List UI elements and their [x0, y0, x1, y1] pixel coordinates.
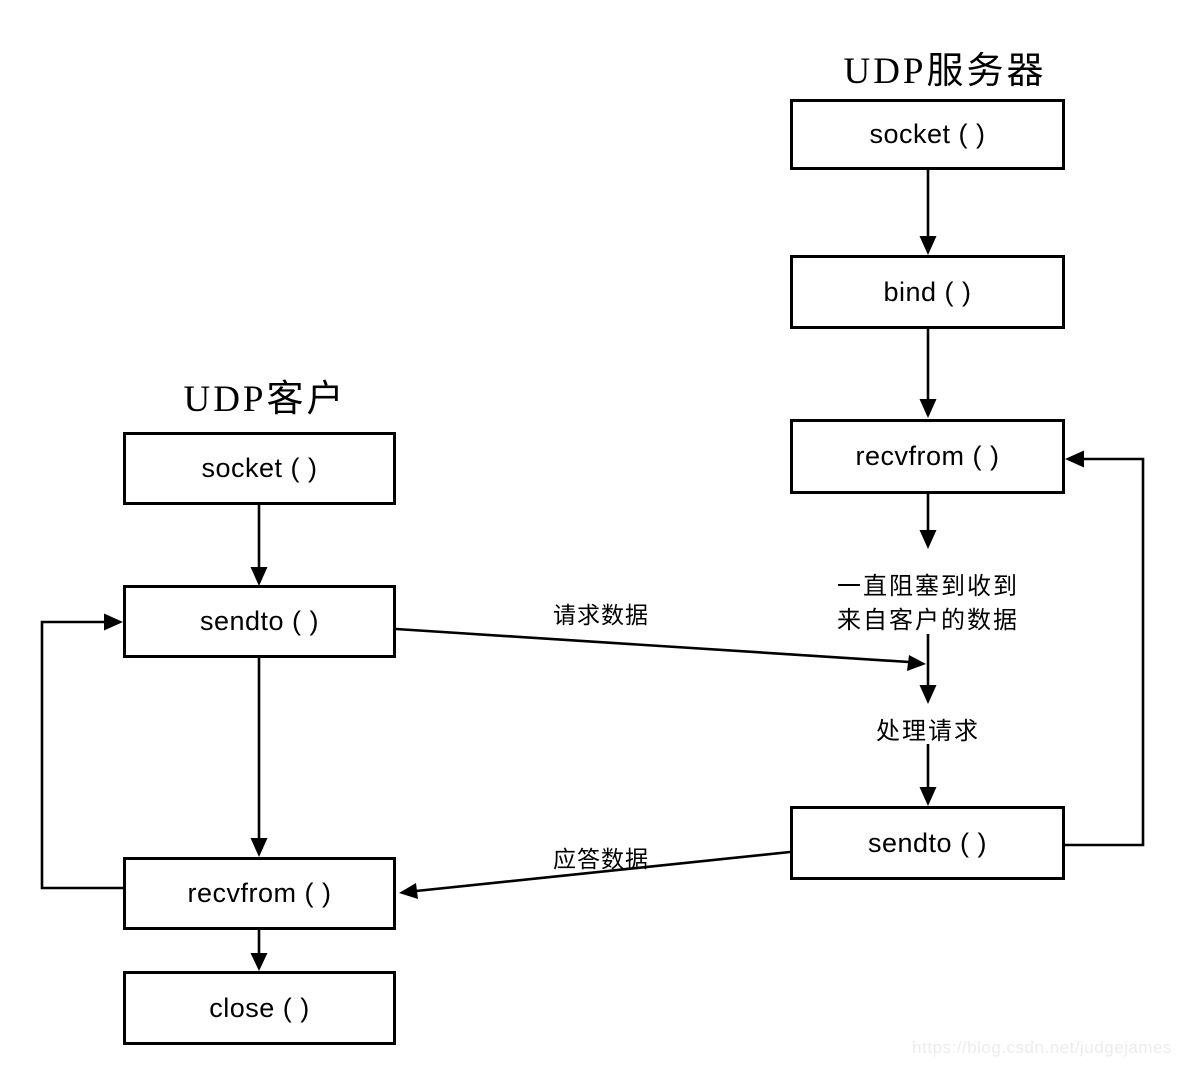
- arrow-request-data: [395, 627, 926, 671]
- server-column-title: UDP服务器: [843, 51, 1047, 92]
- arrow-client-loop-recvfrom-to-sendto: [40, 613, 123, 890]
- arrow-server-loop-sendto-to-recvfrom: [1065, 450, 1145, 847]
- arrow-client-socket-to-sendto: [250, 505, 268, 586]
- client-recvfrom-box: recvfrom ( ): [123, 857, 396, 930]
- arrow-server-socket-to-bind: [919, 170, 937, 255]
- box-label: bind ( ): [883, 276, 972, 307]
- box-label: recvfrom ( ): [187, 878, 332, 908]
- server-sendto-box: sendto ( ): [790, 806, 1065, 880]
- arrow-server-process-to-sendto: [919, 744, 937, 806]
- arrow-client-recvfrom-to-close: [250, 930, 268, 971]
- arrow-server-bind-to-recvfrom: [919, 329, 937, 418]
- watermark-url: https://blog.csdn.net/judgejames: [912, 1038, 1172, 1057]
- box-label: sendto ( ): [199, 606, 320, 636]
- arrow-server-blocking-note-to-process: [919, 634, 937, 704]
- box-label: close ( ): [209, 992, 310, 1023]
- server-blocking-note-line2: 来自客户的数据: [837, 608, 1019, 634]
- client-socket-box: socket ( ): [123, 432, 396, 505]
- client-column-title: UDP客户: [183, 379, 347, 420]
- box-label: socket ( ): [869, 119, 986, 149]
- server-bind-box: bind ( ): [790, 255, 1065, 329]
- request-data-label: 请求数据: [553, 603, 649, 628]
- client-close-box: close ( ): [123, 971, 396, 1045]
- box-label: recvfrom ( ): [855, 441, 1000, 471]
- server-process-note: 处理请求: [876, 719, 980, 745]
- arrow-client-sendto-to-recvfrom: [250, 658, 268, 857]
- server-recvfrom-box: recvfrom ( ): [790, 419, 1065, 494]
- reply-data-label: 应答数据: [553, 847, 649, 872]
- arrow-reply-data: [399, 850, 791, 899]
- server-blocking-note-line1: 一直阻塞到收到: [837, 574, 1019, 600]
- box-label: socket ( ): [201, 453, 318, 483]
- box-label: sendto ( ): [867, 827, 988, 858]
- arrow-server-recvfrom-to-blocking-note: [919, 494, 937, 549]
- client-sendto-box: sendto ( ): [123, 585, 396, 658]
- server-socket-box: socket ( ): [790, 99, 1065, 170]
